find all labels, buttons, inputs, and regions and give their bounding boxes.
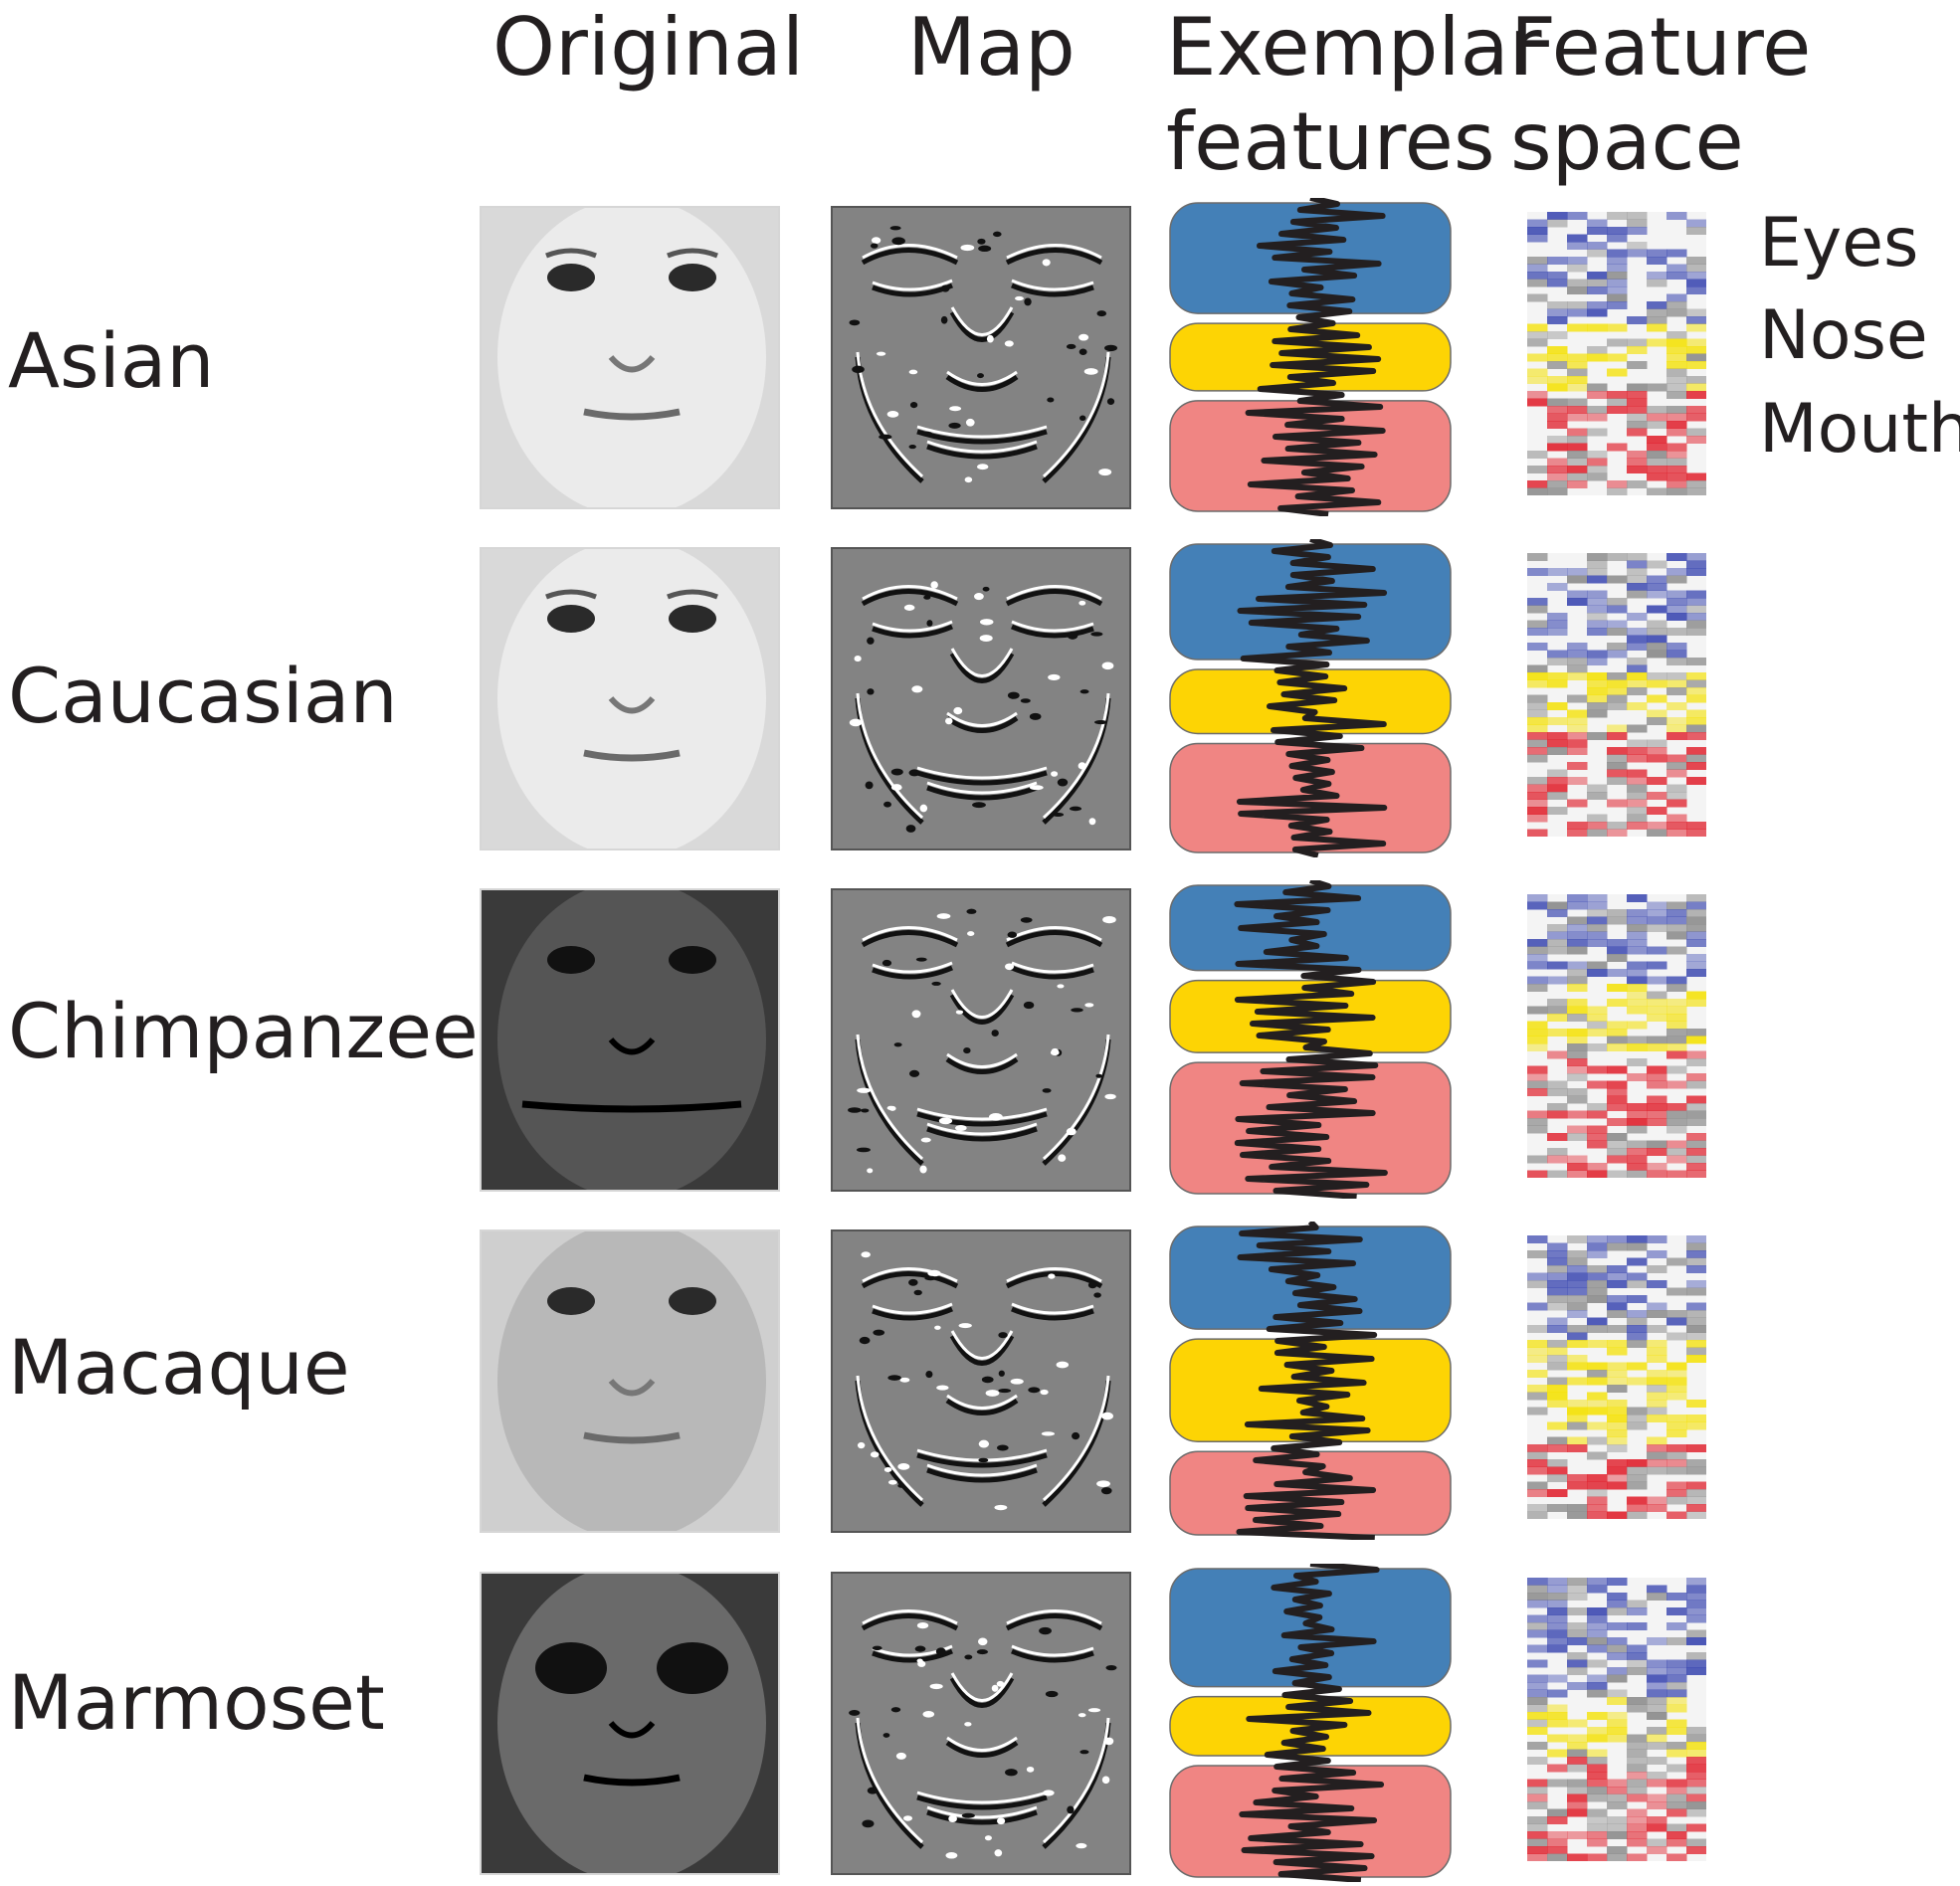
map-image-marmoset xyxy=(831,1572,1131,1875)
header-map: Map xyxy=(907,1,1076,94)
row-label-caucasian: Caucasian xyxy=(8,652,398,740)
exemplar-waveform-caucasian xyxy=(1169,536,1452,858)
exemplar-waveform-marmoset xyxy=(1169,1561,1452,1883)
header-feature-line1: Feature xyxy=(1510,1,1812,94)
feature-space-macaque xyxy=(1527,1235,1707,1520)
exemplar-waveform-chimpanzee xyxy=(1169,877,1452,1200)
row-label-asian: Asian xyxy=(8,316,215,405)
face-photo-marmoset xyxy=(482,1574,778,1873)
feature-space-caucasian xyxy=(1527,553,1707,838)
header-feature-line2: space xyxy=(1510,95,1744,188)
header-exemplar-line2: features xyxy=(1166,95,1495,188)
exemplar-features-asian xyxy=(1166,195,1455,517)
exemplar-features-macaque xyxy=(1166,1219,1455,1541)
legend-eyes: Eyes xyxy=(1759,204,1919,283)
header-original: Original xyxy=(492,1,805,94)
original-image-caucasian xyxy=(480,547,780,850)
feature-space-chimpanzee xyxy=(1527,894,1707,1179)
face-photo-chimpanzee xyxy=(482,890,778,1190)
header-exemplar-line1: Exemplar xyxy=(1166,1,1542,94)
map-image-caucasian xyxy=(831,547,1131,850)
exemplar-waveform-asian xyxy=(1169,195,1452,517)
original-image-macaque xyxy=(480,1229,780,1533)
face-photo-caucasian xyxy=(482,549,778,849)
edge-map-caucasian xyxy=(833,549,1129,849)
row-label-macaque: Macaque xyxy=(8,1323,350,1412)
exemplar-features-caucasian xyxy=(1166,536,1455,858)
row-label-marmoset: Marmoset xyxy=(8,1658,385,1747)
face-photo-asian xyxy=(482,208,778,507)
original-image-asian xyxy=(480,206,780,509)
feature-space-marmoset xyxy=(1527,1578,1707,1862)
edge-map-marmoset xyxy=(833,1574,1129,1873)
exemplar-features-chimpanzee xyxy=(1166,877,1455,1200)
feature-space-asian xyxy=(1527,212,1707,496)
face-photo-macaque xyxy=(482,1231,778,1531)
legend-nose: Nose xyxy=(1759,296,1928,375)
legend-mouth: Mouth xyxy=(1759,390,1960,469)
exemplar-features-marmoset xyxy=(1166,1561,1455,1883)
feature-heatmap-chimpanzee xyxy=(1527,894,1707,1179)
edge-map-macaque xyxy=(833,1231,1129,1531)
map-image-asian xyxy=(831,206,1131,509)
feature-heatmap-asian xyxy=(1527,212,1707,496)
original-image-chimpanzee xyxy=(480,888,780,1192)
feature-heatmap-caucasian xyxy=(1527,553,1707,838)
original-image-marmoset xyxy=(480,1572,780,1875)
map-image-macaque xyxy=(831,1229,1131,1533)
exemplar-waveform-macaque xyxy=(1169,1219,1452,1541)
edge-map-chimpanzee xyxy=(833,890,1129,1190)
feature-heatmap-macaque xyxy=(1527,1235,1707,1520)
edge-map-asian xyxy=(833,208,1129,507)
map-image-chimpanzee xyxy=(831,888,1131,1192)
feature-heatmap-marmoset xyxy=(1527,1578,1707,1862)
row-label-chimpanzee: Chimpanzee xyxy=(8,987,479,1075)
